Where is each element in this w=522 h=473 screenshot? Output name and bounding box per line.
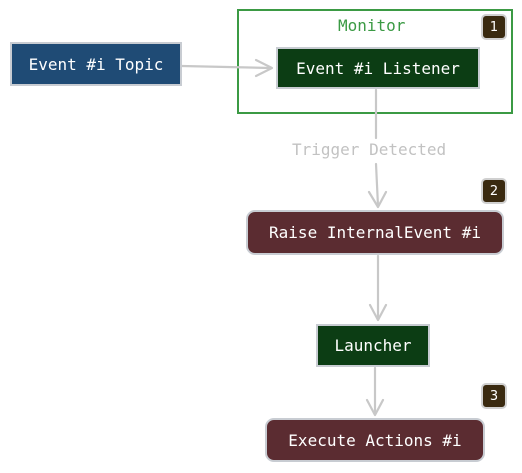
trigger-detected-label: Trigger Detected xyxy=(292,140,447,159)
event-topic-node[interactable]: Event #i Topic xyxy=(10,42,182,86)
step-badge-3: 3 xyxy=(481,383,507,409)
step-badge-1: 1 xyxy=(481,14,507,40)
event-listener-node[interactable]: Event #i Listener xyxy=(276,47,480,89)
monitor-group-label: Monitor xyxy=(338,16,406,35)
arrowhead-listener-to-raise xyxy=(367,190,388,209)
arrowhead-launcher-to-execute xyxy=(365,398,385,417)
execute-actions-node[interactable]: Execute Actions #i xyxy=(265,418,485,462)
arrow-topic-to-listener xyxy=(180,64,272,70)
arrowhead-topic-to-listener xyxy=(254,58,274,78)
arrowhead-raise-to-launcher xyxy=(368,303,388,322)
arrow-listener-to-raise-lower xyxy=(374,162,380,208)
launcher-node[interactable]: Launcher xyxy=(316,324,430,367)
raise-internal-event-node[interactable]: Raise InternalEvent #i xyxy=(246,210,504,255)
step-badge-2: 2 xyxy=(481,178,507,204)
